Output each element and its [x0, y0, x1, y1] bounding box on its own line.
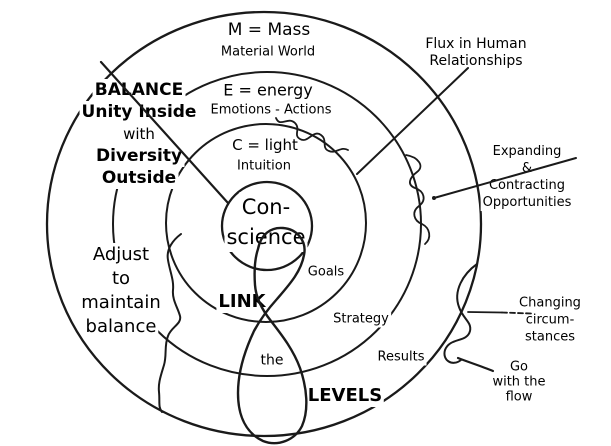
note-changing: Changing circum- stances	[517, 294, 583, 346]
label-conscience: Con- science	[224, 192, 308, 252]
label-link: LINK	[216, 291, 268, 313]
label-the: the	[258, 352, 286, 370]
label-m-mass: M = Mass	[225, 20, 313, 40]
note-flux: Flux in Human Relationships	[423, 36, 529, 70]
label-intuition: Intuition	[235, 157, 293, 175]
label-c-light: C = light	[230, 136, 300, 154]
label-emotions-actions: Emotions - Actions	[208, 101, 334, 119]
note-adjust: Adjust to maintain balance	[79, 243, 163, 339]
note-flow: Go with the flow	[490, 359, 548, 405]
label-results: Results	[375, 348, 427, 366]
label-e-energy: E = energy	[221, 80, 315, 100]
label-goals: Goals	[305, 263, 347, 281]
label-strategy: Strategy	[331, 310, 391, 328]
note-expanding: Expanding & Contracting Opportunities	[480, 143, 574, 211]
label-levels: LEVELS	[305, 385, 385, 407]
note-balance: BALANCE Unity Inside with Diversity Outs…	[79, 79, 199, 189]
label-material-world: Material World	[218, 43, 318, 61]
